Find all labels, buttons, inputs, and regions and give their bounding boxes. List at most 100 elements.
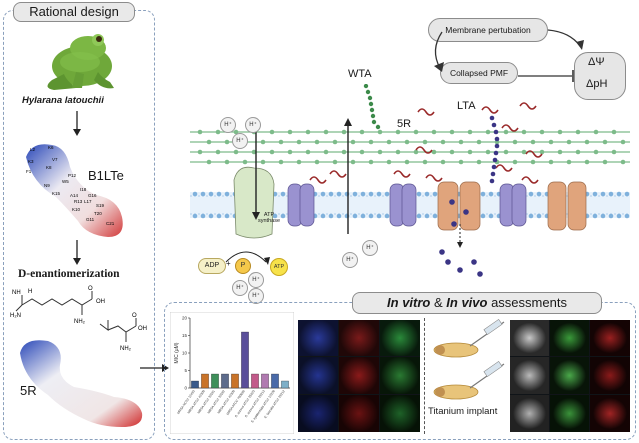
arrow-down-1: [73, 111, 81, 136]
invivo-red-2: [590, 357, 630, 394]
b1lte-label: B1LTe: [88, 168, 124, 183]
svg-text:K10: K10: [72, 207, 81, 212]
invivo-green-1: [550, 320, 589, 356]
svg-text:K3: K3: [28, 159, 34, 164]
delta-ph-label: ΔpH: [586, 78, 608, 90]
svg-text:O: O: [132, 313, 137, 319]
svg-text:F1: F1: [26, 169, 32, 174]
mic-bar: [241, 331, 249, 389]
micro-red-3: [339, 395, 379, 432]
svg-text:I18: I18: [80, 187, 87, 192]
wta-label: WTA: [348, 68, 372, 80]
microscopy-grid: [298, 320, 420, 432]
y-tick-label: 15: [182, 333, 188, 338]
feedback-arrows: [434, 29, 584, 82]
svg-text:NH₂: NH₂: [74, 319, 86, 325]
membrane-perturbation-box: Membrane pertubation: [428, 18, 548, 42]
y-axis-label: MIC (μM): [174, 342, 180, 363]
arrow-down-2: [73, 240, 81, 265]
proton-6: H⁺: [248, 272, 264, 288]
micro-blue-2: [298, 357, 338, 394]
proton-8: H⁺: [342, 252, 358, 268]
mic-bar: [261, 373, 269, 389]
plus-sign: +: [226, 259, 231, 268]
mic-bar: [221, 373, 229, 389]
invivo-red-1: [590, 320, 630, 356]
svg-text:OH: OH: [96, 299, 105, 305]
proton-3: H⁺: [232, 133, 248, 149]
mic-bar: [231, 373, 239, 389]
titanium-implant-label: Titanium implant: [428, 406, 498, 417]
svg-text:K15: K15: [52, 191, 61, 196]
svg-text:N9: N9: [44, 183, 50, 188]
svg-text:G16: G16: [88, 193, 97, 198]
invivo-gray-2: [510, 357, 549, 394]
phosphate: P: [235, 258, 251, 274]
proton-5: H⁺: [248, 288, 264, 304]
y-tick-label: 20: [182, 316, 188, 321]
cell-envelope-diagram: [190, 84, 630, 277]
invivo-gray-3: [510, 395, 549, 432]
svg-text:OH: OH: [138, 326, 147, 332]
mic-bar: [191, 380, 199, 389]
micro-blue-1: [298, 320, 338, 356]
invivo-green-2: [550, 357, 589, 394]
process-label: D-enantiomerization: [18, 268, 120, 280]
micro-red-1: [339, 320, 379, 356]
proton-7: H⁺: [362, 240, 378, 256]
rational-design-title: Rational design: [13, 2, 135, 22]
svg-text:K8: K8: [46, 165, 52, 170]
assessment-title-and: &: [430, 295, 447, 310]
chart-background: [170, 312, 294, 434]
micro-green-2: [380, 357, 420, 394]
svg-text:P12: P12: [68, 173, 77, 178]
proton-2: H⁺: [245, 117, 261, 133]
proton-1: H⁺: [220, 117, 236, 133]
svg-text:V7: V7: [52, 157, 58, 162]
delta-box: [574, 52, 626, 100]
species-name: Hylarana latouchii: [22, 95, 104, 106]
proton-4: H⁺: [232, 280, 248, 296]
svg-text:G11: G11: [86, 217, 95, 222]
svg-text:W5: W5: [62, 179, 69, 184]
invivo-gray-1: [510, 320, 549, 356]
collapsed-pmf-box: Collapsed PMF: [440, 62, 518, 84]
panel-divider: [424, 318, 425, 434]
delta-psi-label: ΔΨ: [588, 56, 605, 68]
svg-text:T20: T20: [94, 211, 102, 216]
invivo-imaging-grid: [510, 320, 630, 432]
atp-burst: ATP: [270, 258, 288, 276]
svg-text:H: H: [28, 289, 32, 295]
svg-text:NH: NH: [12, 290, 21, 296]
5r-label: 5R: [20, 383, 37, 398]
peptide-5r-label: 5R: [397, 118, 412, 130]
micro-blue-3: [298, 395, 338, 432]
mic-bar: [251, 373, 259, 389]
y-tick-label: 10: [182, 351, 188, 356]
atp-synthase-label: ATP synthase: [257, 212, 280, 224]
invivo-green-3: [550, 395, 589, 432]
svg-text:A14: A14: [70, 193, 79, 198]
svg-text:L17: L17: [84, 199, 92, 204]
assessment-title-invivo: In vivo: [446, 295, 488, 310]
svg-text:R13: R13: [74, 199, 83, 204]
svg-text:K6: K6: [48, 145, 54, 150]
arrow-to-assessments: [140, 364, 169, 372]
mic-bar: [211, 373, 219, 389]
svg-text:S19: S19: [96, 203, 105, 208]
lta-label: LTA: [457, 100, 476, 112]
svg-text:NH₂: NH₂: [120, 346, 132, 352]
leucine-structure: O OH NH₂: [99, 313, 147, 352]
micro-red-2: [339, 357, 379, 394]
adp-box: ADP: [198, 258, 226, 274]
y-tick-label: 5: [184, 368, 187, 373]
y-tick-label: 0: [184, 386, 187, 391]
5r-surface-model: [20, 340, 143, 427]
assessment-title: In vitro & In vivo assessments: [352, 292, 602, 314]
micro-green-3: [380, 395, 420, 432]
svg-text:C21: C21: [106, 221, 115, 226]
mic-bar: [201, 373, 209, 389]
